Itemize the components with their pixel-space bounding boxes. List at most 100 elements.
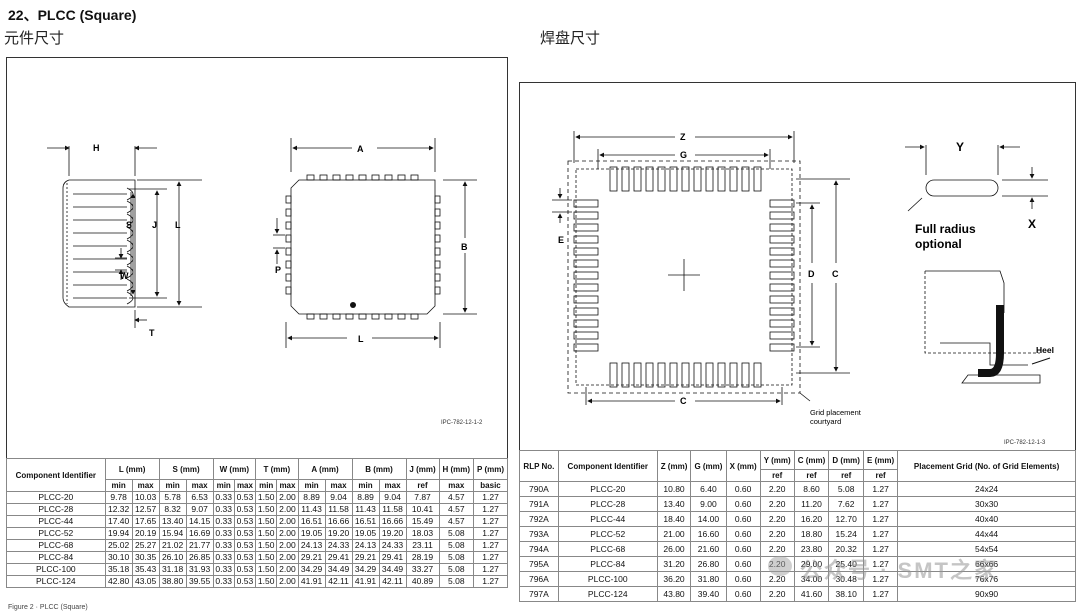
figure-ref-left: IPC-782-12-1-2 xyxy=(441,420,483,426)
table-cell: PLCC-84 xyxy=(557,556,658,572)
table-cell: 17.40 xyxy=(104,515,133,528)
header-cell: D (mm) xyxy=(828,450,865,470)
subheader-cell: max xyxy=(233,479,257,492)
table-cell: 16.69 xyxy=(185,527,214,540)
table-cell: 14.00 xyxy=(690,511,727,527)
table-cell: 1.27 xyxy=(473,503,508,516)
table-cell: 9.00 xyxy=(690,496,727,512)
table-cell: 791A xyxy=(519,496,559,512)
dim-label-b: B xyxy=(461,242,468,252)
subheader-cell: ref xyxy=(405,479,440,492)
table-cell: 21.77 xyxy=(185,539,214,552)
table-cell: 7.87 xyxy=(405,491,440,504)
table-cell: PLCC-100 xyxy=(557,571,658,587)
table-cell: 34.49 xyxy=(324,563,353,576)
table-cell: 29.21 xyxy=(351,551,380,564)
table-cell: 4.57 xyxy=(438,503,475,516)
dim-label-a: A xyxy=(357,144,364,154)
table-cell: PLCC-124 xyxy=(557,586,658,602)
dim-label-l: L xyxy=(175,220,181,230)
table-cell: 34.29 xyxy=(351,563,380,576)
table-cell: 24x24 xyxy=(897,481,1076,497)
watermark: 公众号 · SMT之家 xyxy=(800,558,998,583)
table-cell: 41.60 xyxy=(793,586,830,602)
header-cell: W (mm) xyxy=(212,458,257,480)
table-cell: 35.18 xyxy=(104,563,133,576)
header-cell: J (mm) xyxy=(405,458,440,480)
table-cell: 9.78 xyxy=(104,491,133,504)
table-cell: PLCC-68 xyxy=(6,539,106,552)
table-cell: 0.33 xyxy=(212,539,235,552)
dim-label-d: D xyxy=(808,269,815,279)
table-cell: 42.80 xyxy=(104,575,133,588)
full-radius-optional-label: optional xyxy=(915,237,962,251)
table-cell: 1.50 xyxy=(255,539,278,552)
table-cell: 8.89 xyxy=(297,491,326,504)
table-cell: 0.33 xyxy=(212,491,235,504)
table-cell: 1.27 xyxy=(473,491,508,504)
table-cell: 10.03 xyxy=(131,491,160,504)
header-cell: RLP No. xyxy=(519,450,559,482)
table-cell: 24.33 xyxy=(378,539,407,552)
table-cell: 10.80 xyxy=(656,481,692,497)
table-cell: 16.20 xyxy=(793,511,830,527)
dim-label-e: E xyxy=(558,235,564,245)
table-cell: 2.00 xyxy=(276,527,299,540)
table-cell: 31.20 xyxy=(656,556,692,572)
table-cell: 16.60 xyxy=(690,526,727,542)
header-cell: X (mm) xyxy=(725,450,761,482)
table-cell: 0.33 xyxy=(212,515,235,528)
table-cell: 19.94 xyxy=(104,527,133,540)
top-pads xyxy=(609,166,762,192)
table-cell: 1.27 xyxy=(863,511,899,527)
table-cell: 21.00 xyxy=(656,526,692,542)
header-cell: C (mm) xyxy=(793,450,830,470)
table-cell: 1.27 xyxy=(473,575,508,588)
table-cell: 2.00 xyxy=(276,575,299,588)
table-cell: 16.51 xyxy=(297,515,326,528)
table-cell: 0.33 xyxy=(212,527,235,540)
table-cell: 2.00 xyxy=(276,539,299,552)
header-cell: B (mm) xyxy=(351,458,407,480)
table-cell: 19.20 xyxy=(324,527,353,540)
table-cell: 24.13 xyxy=(351,539,380,552)
table-cell: 11.43 xyxy=(351,503,380,516)
table-cell: 0.33 xyxy=(212,551,235,564)
table-cell: 25.02 xyxy=(104,539,133,552)
table-cell: 25.27 xyxy=(131,539,160,552)
table-cell: 21.60 xyxy=(690,541,727,557)
table-cell: 30x30 xyxy=(897,496,1076,512)
bottom-pads xyxy=(609,362,762,388)
table-cell: 1.50 xyxy=(255,563,278,576)
watermark-icon xyxy=(768,556,792,576)
table-cell: 43.80 xyxy=(656,586,692,602)
table-cell: 1.27 xyxy=(473,515,508,528)
table-cell: 792A xyxy=(519,511,559,527)
side-view xyxy=(47,145,202,328)
header-cell: Y (mm) xyxy=(759,450,795,470)
table-cell: 16.66 xyxy=(378,515,407,528)
table-cell: 16.51 xyxy=(351,515,380,528)
table-cell: 1.27 xyxy=(863,496,899,512)
table-cell: 1.50 xyxy=(255,551,278,564)
full-radius-pad xyxy=(925,179,999,197)
subheader-cell: max xyxy=(324,479,353,492)
table-cell: 8.60 xyxy=(793,481,830,497)
table-cell: 26.00 xyxy=(656,541,692,557)
table-cell: 0.53 xyxy=(233,503,257,516)
table-cell: 794A xyxy=(519,541,559,557)
table-cell: 2.20 xyxy=(759,496,795,512)
table-cell: 39.55 xyxy=(185,575,214,588)
table-cell: 30.35 xyxy=(131,551,160,564)
courtyard-outline xyxy=(567,160,801,394)
table-cell: 24.33 xyxy=(324,539,353,552)
table-cell: 5.08 xyxy=(438,575,475,588)
table-cell: 11.58 xyxy=(324,503,353,516)
component-drawing: H S J L W T xyxy=(47,138,477,348)
table-cell: 19.05 xyxy=(297,527,326,540)
